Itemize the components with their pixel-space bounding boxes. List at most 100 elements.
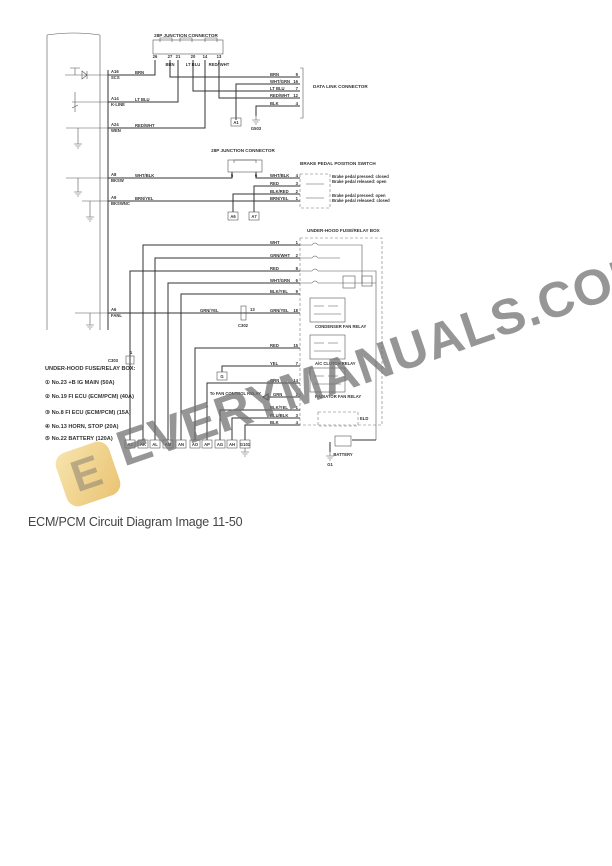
condenser-fan-relay — [309, 297, 346, 323]
brake-switch-title: BRAKE PEDAL POSITION SWITCH — [300, 161, 376, 166]
pin-number: 5 — [231, 173, 234, 178]
ground-label: G503 — [251, 126, 262, 131]
junction-connector-28p — [152, 39, 224, 55]
ecm-pin: A16 — [111, 69, 119, 74]
connector-label: C303 — [108, 358, 119, 363]
wire-label: BLK/RED — [270, 189, 289, 194]
ecm-pin: A24 — [111, 122, 119, 127]
switch-state-note: Brake pedal pressed: closed — [332, 174, 389, 179]
wire-label: BRN — [270, 72, 279, 77]
wire-label: RED/WHT — [135, 123, 155, 128]
wire-label: LT BLU — [135, 97, 150, 102]
ground-icon — [241, 448, 249, 457]
data-link-connector — [300, 67, 304, 119]
ref-box-label: AO — [192, 442, 199, 447]
pin-number: 13 — [217, 54, 222, 59]
wire — [108, 172, 233, 179]
junction-bridge — [159, 37, 218, 42]
wire-label: RED — [270, 181, 279, 186]
pin-number: 9 — [296, 72, 299, 77]
fuse-icon — [300, 280, 330, 284]
ref-box — [201, 439, 213, 449]
resistor-icon — [82, 200, 108, 213]
ref-box-a7 — [248, 211, 260, 221]
pin-number: 14 — [203, 54, 208, 59]
pin-number: 7 — [296, 361, 299, 366]
transistor-icon — [70, 67, 80, 75]
fuse-5 — [361, 275, 373, 287]
diode-icon — [65, 70, 108, 80]
wire-label: BRN/YEL — [135, 196, 154, 201]
ref-box — [189, 439, 201, 449]
relay-label: CONDENSER FAN RELAY — [315, 324, 366, 329]
ecm-pin: A14 — [111, 96, 119, 101]
pin-number: 14 — [293, 378, 298, 383]
wire — [167, 282, 300, 440]
figure-caption: ECM/PCM Circuit Diagram Image 11-50 — [28, 515, 243, 529]
legend-item: ④ No.13 HORN, STOP (20A) — [45, 423, 119, 430]
ac-clutch-relay — [309, 334, 346, 360]
pin-number: 12 — [293, 93, 298, 98]
ground-icon — [86, 213, 94, 222]
wire-label: YEL — [270, 361, 279, 366]
wire-label: WHT — [270, 240, 280, 245]
wire — [169, 60, 300, 78]
wire-label: BLK — [270, 101, 279, 106]
relay-label: RADIATOR FAN RELAY — [315, 394, 361, 399]
pin-number: 2 — [296, 253, 299, 258]
wire-label: BRN/YEL — [270, 196, 289, 201]
resistor-icon — [66, 127, 108, 140]
wire-label: RED/WHT — [270, 93, 290, 98]
eld-label: ELD — [360, 416, 368, 421]
pin-number: 16 — [293, 79, 298, 84]
ref-box-label: G — [220, 374, 223, 379]
connector-c303 — [125, 355, 135, 365]
ground-icon — [74, 188, 82, 197]
ref-box-label: A6 — [230, 214, 236, 219]
switch-state-note: Brake pedal released: open — [332, 179, 387, 184]
wire-label: LT BLU — [270, 86, 285, 91]
connector-label: C302 — [238, 323, 249, 328]
wire — [218, 60, 300, 99]
wire-label: LT BLU — [186, 62, 201, 67]
pin-number: 6 — [255, 173, 258, 178]
wire-label: WHT/BLK — [135, 173, 154, 178]
legend-item: ① No.23 +B IG MAIN (50A) — [45, 379, 115, 386]
ref-box — [214, 439, 226, 449]
transistor-icon — [71, 92, 108, 112]
pin-number: 1 — [296, 405, 299, 410]
pin-number: 13 — [250, 307, 255, 312]
ecm-outline — [46, 32, 101, 330]
junction-title: 28P JUNCTION CONNECTOR — [211, 148, 275, 153]
fuse-icon — [300, 255, 330, 259]
wire-label: BLK/YEL — [270, 405, 288, 410]
wire-label: WHT/GRN — [270, 278, 290, 283]
data-link-title: DATA LINK CONNECTOR — [313, 84, 368, 89]
wire-label: BRN — [135, 70, 144, 75]
pin-number: 2 — [296, 189, 299, 194]
ground-icon — [74, 140, 82, 149]
ref-box-label: AG — [217, 442, 223, 447]
ref-box-label: AH — [229, 442, 235, 447]
wire-label: GRN/WHT — [270, 253, 290, 258]
brake-pedal-position-switch — [299, 173, 331, 209]
switch-state-note: Brake pedal pressed: open — [332, 193, 386, 198]
ecm-pin-name: K-LINE — [111, 102, 125, 107]
pin-number: 15 — [293, 343, 298, 348]
ground-icon — [326, 452, 334, 461]
ref-box-label: AN — [178, 442, 184, 447]
watermark-logo-letter: E — [64, 446, 109, 502]
ecm-pin: A6 — [111, 307, 117, 312]
ecm-pin: A8 — [111, 172, 117, 177]
junction-title: 28P JUNCTION CONNECTOR — [154, 33, 218, 38]
radiator-fan-relay — [309, 367, 346, 393]
junction-connector-28p-mid — [227, 159, 263, 173]
wire — [221, 365, 300, 372]
wire-label: WHT/BLK — [270, 173, 289, 178]
pin-number: 8 — [296, 266, 299, 271]
pin-number: 4 — [296, 420, 299, 425]
pin-number: 18 — [293, 308, 298, 313]
legend-item: ⑤ No.22 BATTERY (120A) — [45, 435, 113, 442]
wire-label: GRN — [270, 378, 279, 383]
